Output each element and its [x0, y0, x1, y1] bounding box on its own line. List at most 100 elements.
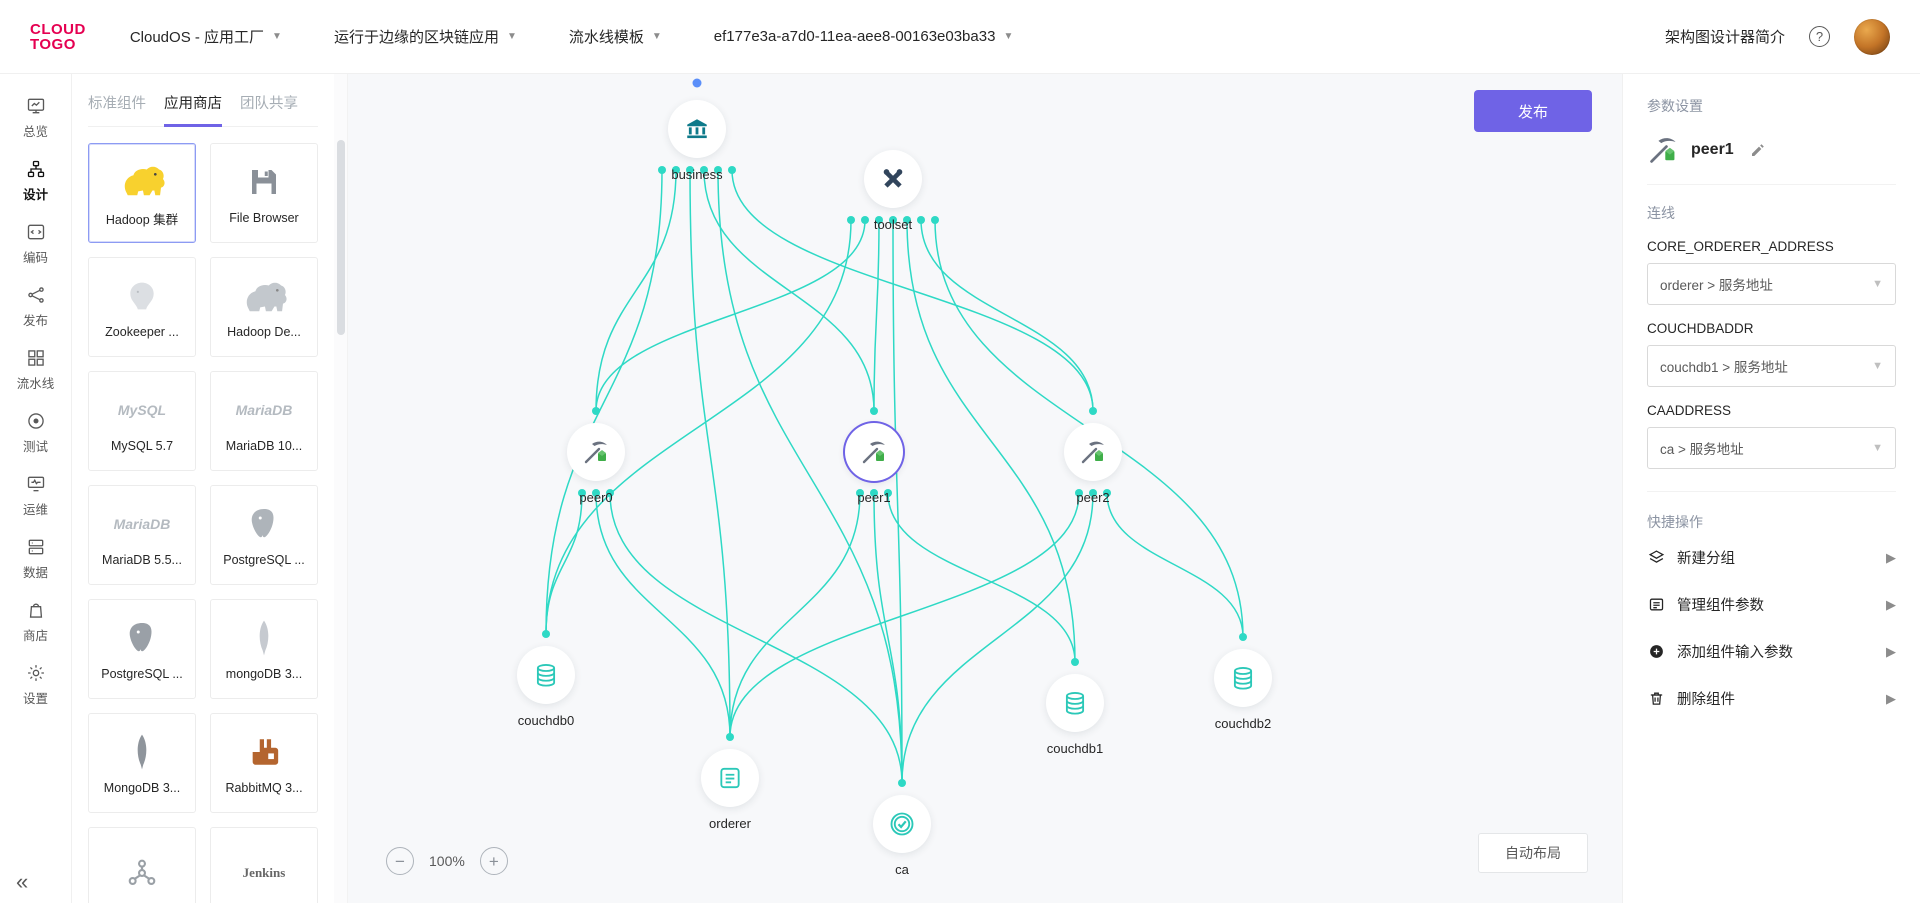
- quick-actions-title: 快捷操作: [1647, 514, 1703, 530]
- selected-node-row: peer1: [1647, 134, 1896, 185]
- tab-team-share[interactable]: 团队共享: [240, 96, 298, 112]
- component-card-mariadb-55[interactable]: MariaDB MariaDB 5.5...: [88, 485, 196, 585]
- core-orderer-address-select[interactable]: orderer > 服务地址 ▼: [1647, 263, 1896, 305]
- component-card-rabbitmq[interactable]: RabbitMQ 3...: [210, 713, 318, 813]
- sidebar-item-label: 数据: [22, 566, 48, 580]
- jenkins-wordmark-icon: Jenkins: [242, 865, 286, 880]
- top-header: CLOUD TOGO CloudOS - 应用工厂 ▼ 运行于边缘的区块链应用 …: [0, 0, 1920, 74]
- node-peer1[interactable]: peer1: [845, 423, 903, 505]
- palette-scrollbar[interactable]: [334, 74, 348, 903]
- code-terminal-icon: [26, 222, 46, 242]
- tab-app-store[interactable]: 应用商店: [164, 92, 222, 127]
- field-label: CORE_ORDERER_ADDRESS: [1647, 239, 1834, 254]
- chevron-down-icon: ▼: [651, 31, 662, 42]
- palette-scrollbar-thumb[interactable]: [337, 140, 345, 335]
- node-orderer[interactable]: orderer: [701, 749, 759, 831]
- component-card-mongodb-lower[interactable]: mongoDB 3...: [210, 599, 318, 699]
- data-server-icon: [26, 537, 46, 557]
- sidebar-item-store[interactable]: 商店: [0, 590, 71, 653]
- action-new-group[interactable]: 新建分组 ▶: [1647, 534, 1896, 581]
- logo-line1: CLOUD: [30, 20, 86, 38]
- sidebar-item-pipeline[interactable]: 流水线: [0, 338, 71, 401]
- hadoop-elephant-yellow-icon: [119, 159, 165, 201]
- menu-label: 运行于边缘的区块链应用: [333, 29, 499, 46]
- component-palette: 标准组件 应用商店 团队共享 Hadoop 集群 File Browser Zo…: [72, 74, 334, 903]
- sidebar-item-design[interactable]: 设计: [0, 149, 71, 212]
- tab-standard-components[interactable]: 标准组件: [88, 96, 146, 112]
- auto-layout-button[interactable]: 自动布局: [1478, 833, 1588, 873]
- sidebar-item-release[interactable]: 发布: [0, 275, 71, 338]
- avatar[interactable]: [1854, 18, 1890, 55]
- left-nav-rail: 总览 设计 编码 发布 流水线 测试 运维 数据: [0, 74, 72, 903]
- node-business[interactable]: business: [668, 100, 726, 182]
- action-label: 删除组件: [1677, 692, 1735, 708]
- sidebar-item-ops[interactable]: 运维: [0, 464, 71, 527]
- couchdbaddr-select[interactable]: couchdb1 > 服务地址 ▼: [1647, 345, 1896, 387]
- component-label: MongoDB 3...: [103, 781, 181, 795]
- component-card-postgresql-a[interactable]: PostgreSQL ...: [210, 485, 318, 585]
- menu-cloudos-app-factory[interactable]: CloudOS - 应用工厂 ▼: [130, 26, 282, 47]
- component-label: RabbitMQ 3...: [225, 781, 303, 795]
- designer-intro-link[interactable]: 架构图设计器简介: [1664, 29, 1785, 46]
- sidebar-item-test[interactable]: 测试: [0, 401, 71, 464]
- node-label: business: [671, 167, 723, 182]
- node-label: peer0: [579, 490, 613, 505]
- sidebar-item-overview[interactable]: 总览: [0, 86, 71, 149]
- node-layer: business toolset peer0 peer1 peer2 couchdb0 or…: [348, 74, 1622, 903]
- sidebar-item-data[interactable]: 数据: [0, 527, 71, 590]
- check-icon: [888, 810, 916, 838]
- sidebar-item-settings[interactable]: 设置: [0, 653, 71, 716]
- help-icon[interactable]: ?: [1809, 26, 1830, 47]
- publish-button[interactable]: 发布: [1474, 90, 1592, 132]
- component-card-zookeeper[interactable]: Zookeeper ...: [88, 257, 196, 357]
- quick-actions-section: 快捷操作 新建分组 ▶ 管理组件参数 ▶ 添加组件输入参数 ▶ 删除组件 ▶: [1647, 491, 1896, 722]
- component-label: File Browser: [229, 211, 299, 225]
- component-card-mariadb-10[interactable]: MariaDB MariaDB 10...: [210, 371, 318, 471]
- ops-pulse-icon: [26, 474, 46, 494]
- diagram-canvas[interactable]: business toolset peer0 peer1 peer2 couchdb0 or…: [348, 74, 1622, 903]
- logo[interactable]: CLOUD TOGO: [30, 22, 86, 52]
- component-card-hadoop-cluster[interactable]: Hadoop 集群: [88, 143, 196, 243]
- inspector-panel: 参数设置 peer1 连线 CORE_ORDERER_ADDRESS order…: [1622, 74, 1920, 903]
- database-icon: [1230, 665, 1256, 691]
- zoom-out-button[interactable]: −: [386, 847, 414, 875]
- sidebar-item-code[interactable]: 编码: [0, 212, 71, 275]
- sidebar-item-label: 测试: [22, 440, 48, 454]
- action-manage-params[interactable]: 管理组件参数 ▶: [1647, 581, 1896, 628]
- node-label: ca: [895, 862, 909, 877]
- component-card-postgresql-b[interactable]: PostgreSQL ...: [88, 599, 196, 699]
- node-couchdb0[interactable]: couchdb0: [517, 646, 575, 728]
- node-peer2[interactable]: peer2: [1064, 423, 1122, 505]
- node-ca[interactable]: ca: [873, 795, 931, 877]
- node-label: peer2: [1076, 490, 1110, 505]
- plus-circle-icon: [1647, 643, 1665, 660]
- menu-pipeline-template[interactable]: 流水线模板 ▼: [569, 26, 662, 47]
- component-card-mysql[interactable]: MySQL MySQL 5.7: [88, 371, 196, 471]
- component-card-jenkins[interactable]: Jenkins: [210, 827, 318, 903]
- action-delete-component[interactable]: 删除组件 ▶: [1647, 675, 1896, 722]
- zoom-level: 100%: [429, 853, 465, 869]
- node-toolset[interactable]: toolset: [864, 150, 922, 232]
- manage-card-icon: [1647, 596, 1665, 613]
- collapse-sidebar-button[interactable]: «: [16, 869, 29, 894]
- component-card-network[interactable]: [88, 827, 196, 903]
- component-label: mongoDB 3...: [225, 667, 303, 681]
- node-couchdb2[interactable]: couchdb2: [1214, 649, 1272, 731]
- node-label: couchdb2: [1214, 716, 1272, 731]
- menu-instance-id[interactable]: ef177e3a-a7d0-11ea-aee8-00163e03ba33 ▼: [714, 28, 1014, 45]
- inspector-title: 参数设置: [1647, 98, 1703, 114]
- hadoop-elephant-gray-icon: [241, 275, 287, 317]
- caaddress-select[interactable]: ca > 服务地址 ▼: [1647, 427, 1896, 469]
- floppy-disk-icon: [246, 161, 282, 203]
- action-add-input-param[interactable]: 添加组件输入参数 ▶: [1647, 628, 1896, 675]
- component-card-hadoop-de[interactable]: Hadoop De...: [210, 257, 318, 357]
- select-value: couchdb1 > 服务地址: [1660, 360, 1788, 375]
- node-couchdb1[interactable]: couchdb1: [1046, 674, 1104, 756]
- pencil-icon[interactable]: [1750, 142, 1766, 158]
- component-card-mongodb-upper[interactable]: MongoDB 3...: [88, 713, 196, 813]
- menu-application[interactable]: 运行于边缘的区块链应用 ▼: [334, 26, 517, 47]
- component-card-file-browser[interactable]: File Browser: [210, 143, 318, 243]
- node-peer0[interactable]: peer0: [567, 423, 625, 505]
- zoom-in-button[interactable]: +: [479, 847, 508, 875]
- release-share-icon: [26, 285, 46, 305]
